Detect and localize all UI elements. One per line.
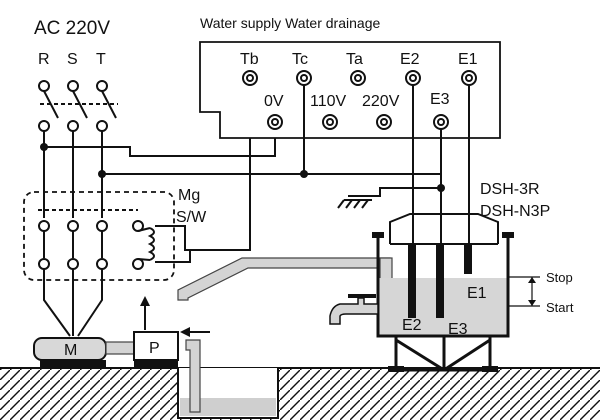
terminal-220v-label: 220V <box>362 93 400 110</box>
sump-water <box>180 398 276 416</box>
ground <box>0 367 600 420</box>
terminal-e1-label: E1 <box>458 51 478 68</box>
level-controller: Water supply Water drainage Tb Tc Ta E2 … <box>199 15 501 139</box>
magnetic-switch <box>23 191 175 281</box>
contactor-label-mg: Mg <box>178 187 200 204</box>
contactor-label-sw: S/W <box>176 209 207 226</box>
motor: M <box>33 337 107 368</box>
electrode-e3-label: E3 <box>448 321 468 338</box>
electrode-e1-label: E1 <box>467 285 487 302</box>
model-label-2: DSH-N3P <box>480 203 550 220</box>
terminal-tb-label: Tb <box>240 51 259 68</box>
terminal-tc-label: Tc <box>292 51 308 68</box>
terminal-0v-label: 0V <box>264 93 284 110</box>
main-breaker <box>38 80 118 132</box>
terminal-ta-label: Ta <box>346 51 363 68</box>
phase-s-label: S <box>67 51 78 68</box>
pump-label: P <box>149 340 160 357</box>
water-tank <box>372 213 514 372</box>
pump: P <box>133 331 179 368</box>
motor-label: M <box>64 342 77 359</box>
terminal-e3-label: E3 <box>430 91 450 108</box>
terminal-e2-label: E2 <box>400 51 420 68</box>
level-stop-label: Stop <box>546 270 573 285</box>
header-label: Water supply Water drainage <box>200 15 380 31</box>
model-label-1: DSH-3R <box>480 181 540 198</box>
terminal-110v-label: 110V <box>310 93 347 110</box>
power-label: AC 220V <box>34 18 110 39</box>
level-markers <box>508 276 540 307</box>
level-start-label: Start <box>546 300 574 315</box>
phase-t-label: T <box>96 51 106 68</box>
phase-r-label: R <box>38 51 50 68</box>
electrode-e2-label: E2 <box>402 317 422 334</box>
drain-faucet <box>329 294 379 325</box>
